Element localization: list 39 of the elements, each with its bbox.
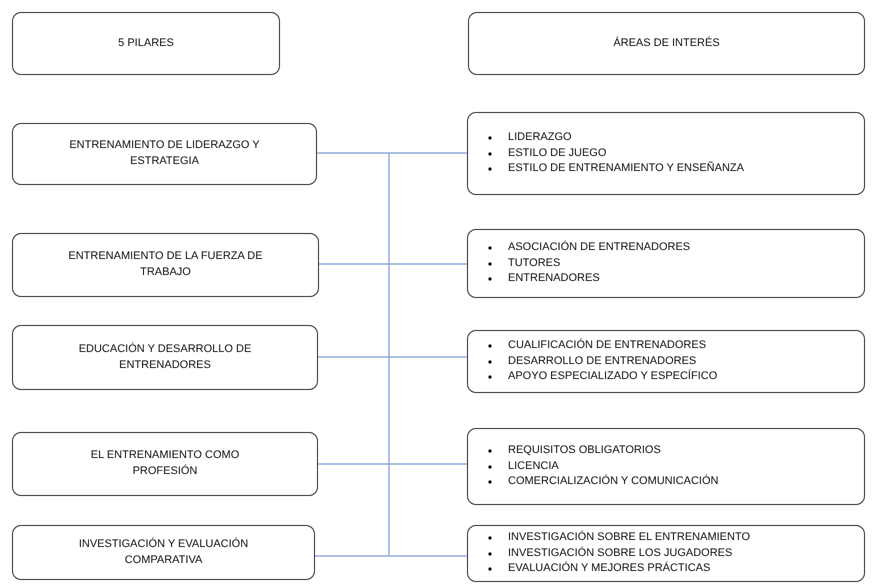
list-item: LICENCIA bbox=[508, 458, 559, 474]
box-label: INVESTIGACIÓN Y EVALUACIÓN COMPARATIVA bbox=[78, 536, 250, 568]
process-box bbox=[468, 12, 865, 75]
list-item: INVESTIGACIÓN SOBRE EL ENTRENAMIENTO bbox=[508, 530, 750, 545]
list-box bbox=[467, 525, 865, 582]
process-box bbox=[12, 12, 280, 75]
list-item: INVESTIGACIÓN SOBRE LOS JUGADORES bbox=[508, 546, 732, 561]
connector-line bbox=[318, 356, 467, 358]
list-item: DESARROLLO DE ENTRENADORES bbox=[508, 354, 696, 369]
list-box bbox=[467, 428, 865, 505]
list-item: ENTRENADORES bbox=[508, 271, 600, 286]
box-label: EDUCACIÓN Y DESARROLLO DE ENTRENADORES bbox=[78, 342, 252, 372]
box-label: 5 PILARES bbox=[118, 36, 174, 51]
connector-line bbox=[317, 152, 467, 154]
list-box bbox=[467, 330, 865, 393]
process-box bbox=[12, 432, 318, 496]
list-item: TUTORES bbox=[508, 256, 560, 271]
box-label: ÁREAS DE INTERÉS bbox=[613, 36, 720, 51]
connector-line bbox=[318, 463, 467, 465]
box-label: EL ENTRENAMIENTO COMO PROFESIÓN bbox=[90, 448, 240, 479]
process-box bbox=[12, 525, 315, 580]
list-box bbox=[467, 112, 865, 195]
process-box bbox=[12, 123, 317, 185]
list-item: CUALIFICACIÓN DE ENTRENADORES bbox=[508, 338, 706, 353]
list-item: EVALUACIÓN Y MEJORES PRÁCTICAS bbox=[508, 561, 710, 576]
box-label: ENTRENAMIENTO DE LIDERAZGO Y ESTRATEGIA bbox=[68, 138, 261, 169]
process-box bbox=[12, 325, 318, 390]
list-item: ESTILO DE ENTRENAMIENTO Y ENSEÑANZA bbox=[508, 161, 744, 176]
connector-line bbox=[319, 263, 467, 265]
process-box bbox=[12, 233, 319, 297]
box-label: ENTRENAMIENTO DE LA FUERZA DE TRABAJO bbox=[67, 249, 264, 280]
connector-line bbox=[315, 555, 467, 557]
list-item: COMERCIALIZACIÓN Y COMUNICACIÓN bbox=[508, 474, 718, 490]
list-item: LIDERAZGO bbox=[508, 130, 572, 145]
list-item: ESTILO DE JUEGO bbox=[508, 146, 606, 161]
list-item: REQUISITOS OBLIGATORIOS bbox=[508, 442, 661, 458]
list-box bbox=[467, 229, 865, 298]
list-item: APOYO ESPECIALIZADO Y ESPECÍFICO bbox=[508, 369, 718, 384]
list-item: ASOCIACIÓN DE ENTRENADORES bbox=[508, 240, 690, 255]
